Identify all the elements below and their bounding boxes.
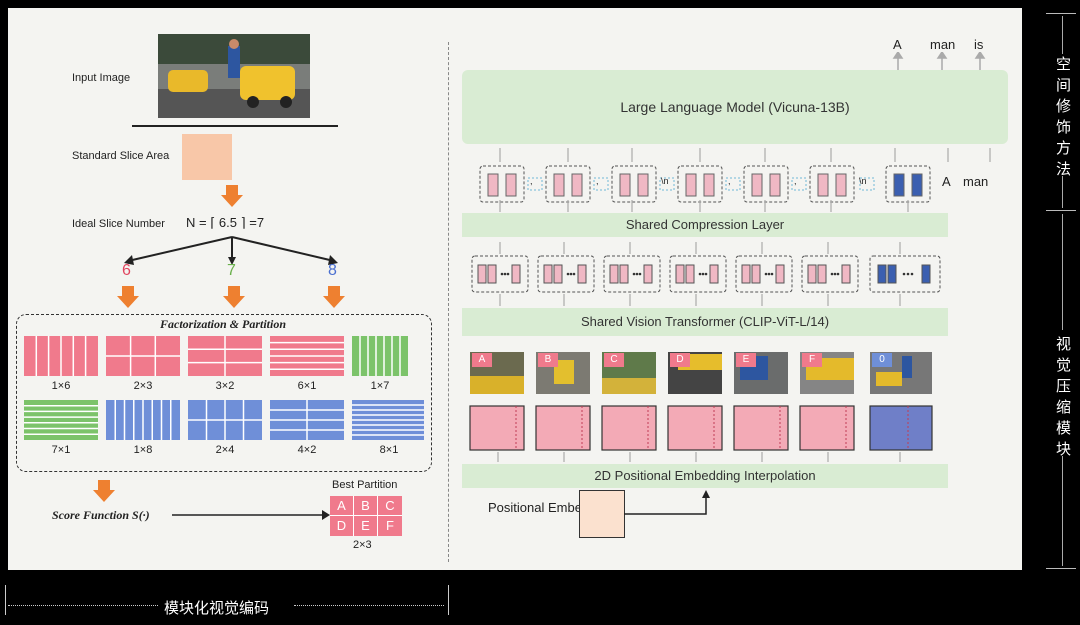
slice-letter: 0: [872, 353, 892, 367]
output-token: is: [974, 37, 984, 52]
vertical-divider: [448, 42, 449, 562]
slice-letter: D: [670, 353, 690, 367]
best-cell: B: [354, 496, 378, 516]
input-image-label: Input Image: [72, 72, 131, 84]
pos-interp-layer: 2D Positional Embedding Interpolation: [462, 464, 948, 488]
grid-1x8: [106, 400, 180, 440]
input-token: man: [963, 174, 989, 189]
separator-token: ,: [794, 176, 797, 186]
separator-token: ,: [596, 176, 599, 186]
slice-letter: C: [604, 353, 624, 367]
grid-2x3: [106, 336, 180, 376]
partition-label: 2×3: [133, 380, 153, 392]
separator-token: ,: [530, 176, 533, 186]
vit-layer: Shared Vision Transformer (CLIP-ViT-L/14…: [462, 308, 948, 336]
slice-letter: A: [472, 353, 492, 367]
candidate-6: 6: [122, 262, 131, 279]
partition-label: 2×4: [215, 444, 235, 456]
grid-3x2: [188, 336, 262, 376]
grid-8x1: [352, 400, 424, 440]
ideal-slice-label: Ideal Slice Number: [72, 218, 165, 230]
position-embeddings: [469, 405, 933, 462]
grid-2x4: [188, 400, 262, 440]
best-cell: F: [386, 518, 394, 533]
compression-layer: Shared Compression Layer: [462, 213, 948, 237]
output-token: man: [930, 37, 956, 52]
input-token: A: [942, 174, 951, 189]
llm-block: Large Language Model (Vicuna-13B): [462, 70, 1008, 144]
partition-label: 1×7: [370, 380, 390, 392]
partition-label: 4×2: [297, 444, 317, 456]
branch-arrows: [124, 236, 338, 265]
orange-arrow-score: [93, 490, 115, 502]
best-cell: D: [330, 516, 354, 536]
ideal-slice-formula: N = ⌈ 6.5 ⌉ =7: [186, 215, 265, 230]
partition-label: 8×1: [379, 444, 399, 456]
factorization-title: Factorization & Partition: [160, 317, 287, 331]
vit-output-tokens: [471, 242, 941, 306]
partition-grids: [24, 336, 424, 440]
best-partition-label: Best Partition: [332, 479, 398, 491]
sidebar-caption-top: 空间修饰方法: [1054, 56, 1071, 182]
orange-arrow-1: [226, 185, 238, 195]
orange-arrow-6: [117, 296, 139, 308]
partition-label: 6×1: [297, 380, 317, 392]
grid-4x2: [270, 400, 344, 440]
score-arrow: [172, 510, 330, 520]
slice-thumbnails: [470, 352, 932, 394]
grid-1x6: [24, 336, 98, 376]
separator-token: ,: [728, 176, 731, 186]
separator-token: \n: [661, 176, 669, 186]
partition-label: 3×2: [215, 380, 235, 392]
partition-label: 1×8: [133, 444, 153, 456]
partition-label: 1×6: [51, 380, 71, 392]
orange-arrow-8: [323, 296, 345, 308]
best-partition-size: 2×3: [353, 539, 372, 551]
factorization-box: [16, 314, 432, 472]
separator-line: [132, 125, 338, 127]
best-cell: E: [354, 516, 378, 536]
grid-1x7: [352, 336, 408, 376]
best-cell: A: [330, 496, 354, 516]
bottom-caption: 模块化视觉编码: [164, 600, 270, 617]
score-function-label: Score Function S(·): [52, 508, 150, 522]
separator-token: \n: [859, 176, 867, 186]
candidate-7: 7: [227, 262, 236, 279]
grid-7x1: [24, 400, 98, 440]
orange-arrow-7: [223, 296, 245, 308]
candidate-8: 8: [328, 262, 337, 279]
best-cell: C: [378, 496, 402, 516]
sidebar-caption-bottom: 视觉压缩模块: [1054, 336, 1071, 462]
llm-input-tokens: [479, 148, 991, 203]
output-token: A: [893, 37, 902, 52]
best-partition-grid: A B C D E F: [330, 496, 402, 536]
diagram-panel: Input Image Standard Slice Area Ideal Sl…: [8, 8, 1022, 570]
pos-embed-square: [579, 490, 625, 538]
slice-letter: F: [802, 353, 822, 367]
grid-6x1: [270, 336, 344, 376]
slice-letter: B: [538, 353, 558, 367]
standard-slice-square: [182, 134, 232, 180]
standard-slice-label: Standard Slice Area: [72, 150, 170, 162]
partition-label: 7×1: [51, 444, 71, 456]
slice-letter: E: [736, 353, 756, 367]
input-image: [158, 34, 310, 118]
pos-embed-arrow: [624, 490, 710, 515]
